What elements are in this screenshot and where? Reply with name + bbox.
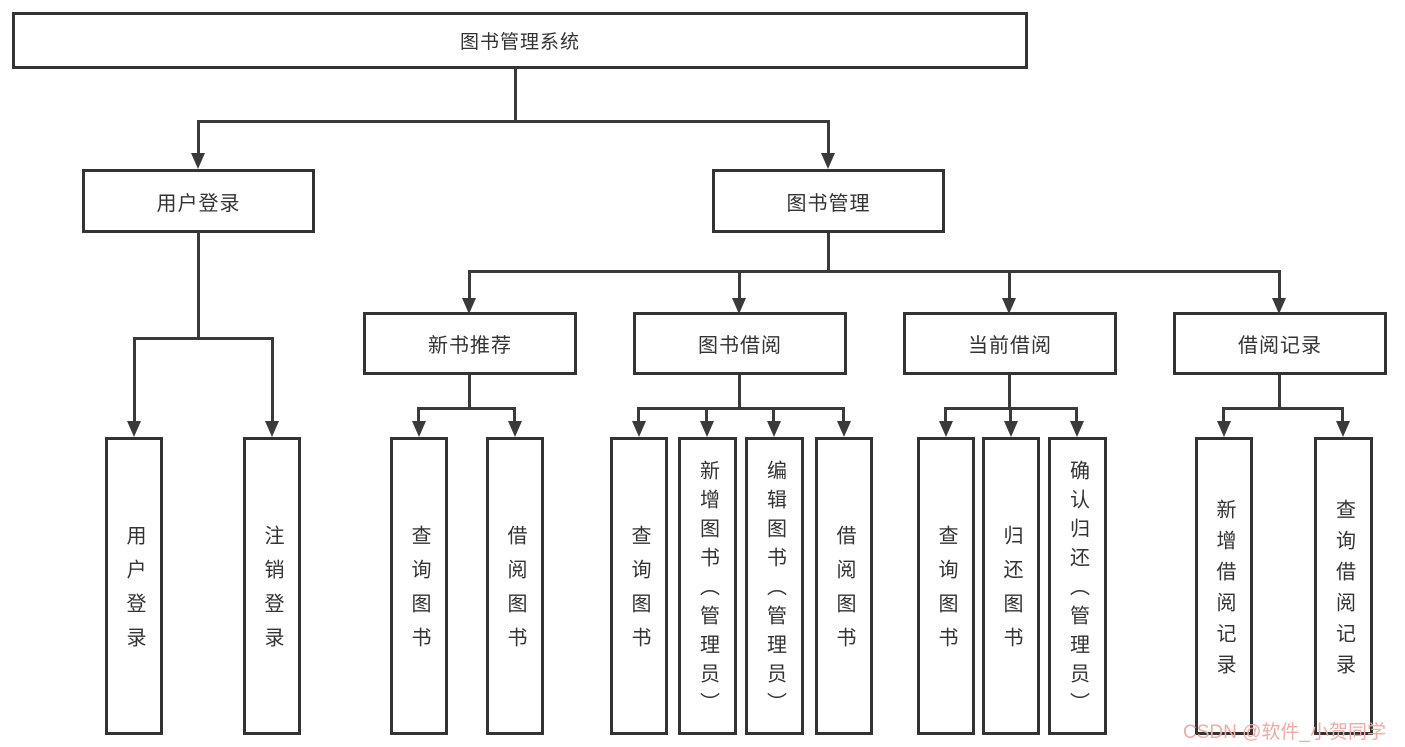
leaf-label: 用户登录 [123, 525, 145, 661]
leaf-label: 查询借阅记录 [1332, 498, 1355, 685]
node-label: 图书借阅 [698, 335, 782, 357]
connector-level2-rail [197, 120, 830, 123]
arrowhead-down [462, 298, 476, 314]
connector-user-login-stub [197, 232, 200, 337]
connector-book-borrowing-rail [637, 407, 845, 410]
leaf-label: 借阅图书 [833, 525, 855, 661]
connector-drop-leaf-user-login [133, 337, 136, 421]
leaf-add-borrow-record: 新增借阅记录 [1195, 437, 1253, 735]
leaf-label: 确认归还（管理员） [1066, 460, 1089, 721]
arrowhead-down [1004, 421, 1018, 437]
leaf-edit-books-admin: 编辑图书（管理员） [745, 437, 804, 735]
arrowhead-down [1217, 421, 1231, 437]
node-label: 用户登录 [156, 192, 241, 215]
leaf-return-books: 归还图书 [982, 437, 1040, 735]
connector-drop-leaf [417, 407, 420, 421]
connector-drop-leaf [842, 407, 845, 421]
node-label: 图书管理系统 [459, 32, 580, 53]
leaf-user-login: 用户登录 [105, 437, 163, 735]
leaf-borrow-books-recommend: 借阅图书 [486, 437, 544, 735]
connector-drop-leaf [1341, 407, 1344, 421]
connector-root-stub [514, 68, 517, 120]
leaf-query-books-borrow: 查询图书 [610, 437, 668, 735]
node-user-login: 用户登录 [82, 169, 315, 233]
connector-drop-leaf [1009, 407, 1012, 421]
node-current-borrowing: 当前借阅 [903, 312, 1117, 375]
arrowhead-down [1272, 298, 1286, 314]
connector-new-book-rail [417, 407, 516, 410]
connector-drop-leaf [1075, 407, 1078, 421]
arrowhead-down [1070, 421, 1084, 437]
node-label: 图书管理 [786, 192, 871, 215]
arrowhead-down [1336, 421, 1350, 437]
arrowhead-down [508, 421, 522, 437]
leaf-label: 注销登录 [261, 525, 283, 661]
leaf-logout: 注销登录 [243, 437, 301, 735]
connector-drop-leaf [637, 407, 640, 421]
leaf-label: 查询图书 [408, 525, 430, 661]
arrowhead-down [700, 421, 714, 437]
arrowhead-down [767, 421, 781, 437]
node-label: 当前借阅 [968, 335, 1052, 357]
connector-drop-leaf-logout [271, 337, 274, 421]
connector-book-borrowing-stub [738, 375, 741, 407]
leaf-borrow-books: 借阅图书 [815, 437, 873, 735]
connector-level3-rail [468, 270, 1281, 273]
connector-drop-leaf [772, 407, 775, 421]
connector-drop-leaf [1222, 407, 1225, 421]
leaf-query-borrow-record: 查询借阅记录 [1314, 437, 1373, 735]
connector-drop-new-book [468, 270, 471, 298]
arrowhead-down [191, 153, 205, 169]
connector-drop-book-management [827, 120, 830, 153]
node-label: 新书推荐 [428, 335, 512, 357]
csdn-watermark: CSDN @软件_小贺同学 [1183, 722, 1386, 743]
leaf-query-books-current: 查询图书 [917, 437, 975, 735]
leaf-label: 编辑图书（管理员） [763, 460, 786, 721]
node-label: 借阅记录 [1238, 335, 1322, 357]
arrowhead-down [837, 421, 851, 437]
connector-borrowing-records-stub [1278, 375, 1281, 407]
connector-borrowing-records-rail [1222, 407, 1344, 410]
node-book-management: 图书管理 [712, 169, 945, 233]
connector-drop-borrowing-records [1278, 270, 1281, 298]
connector-user-login-rail [133, 337, 274, 340]
arrowhead-down [127, 421, 141, 437]
arrowhead-down [412, 421, 426, 437]
node-borrowing-records: 借阅记录 [1173, 312, 1387, 375]
node-new-book-recommendation: 新书推荐 [363, 312, 577, 375]
leaf-label: 新增借阅记录 [1213, 498, 1235, 685]
leaf-query-books-recommend: 查询图书 [390, 437, 448, 735]
arrowhead-down [939, 421, 953, 437]
node-library-management-system: 图书管理系统 [12, 12, 1028, 69]
arrowhead-down [821, 153, 835, 169]
leaf-label: 借阅图书 [504, 525, 526, 661]
connector-drop-user-login [197, 120, 200, 153]
leaf-label: 新增图书（管理员） [696, 460, 719, 721]
leaf-label: 查询图书 [935, 525, 957, 661]
connector-drop-current-borrowing [1008, 270, 1011, 298]
leaf-add-books-admin: 新增图书（管理员） [678, 437, 737, 735]
arrowhead-down [732, 298, 746, 314]
connector-book-management-stub [827, 233, 830, 270]
leaf-label: 归还图书 [1000, 525, 1022, 661]
leaf-confirm-return-admin: 确认归还（管理员） [1048, 437, 1107, 735]
arrowhead-down [1002, 298, 1016, 314]
connector-drop-book-borrowing [738, 270, 741, 298]
connector-current-borrowing-stub [1008, 375, 1011, 407]
arrowhead-down [632, 421, 646, 437]
arrowhead-down [265, 421, 279, 437]
connector-new-book-stub [468, 375, 471, 407]
connector-drop-leaf [705, 407, 708, 421]
leaf-label: 查询图书 [628, 525, 650, 661]
node-book-borrowing: 图书借阅 [633, 312, 847, 375]
connector-drop-leaf [944, 407, 947, 421]
connector-drop-leaf [513, 407, 516, 421]
